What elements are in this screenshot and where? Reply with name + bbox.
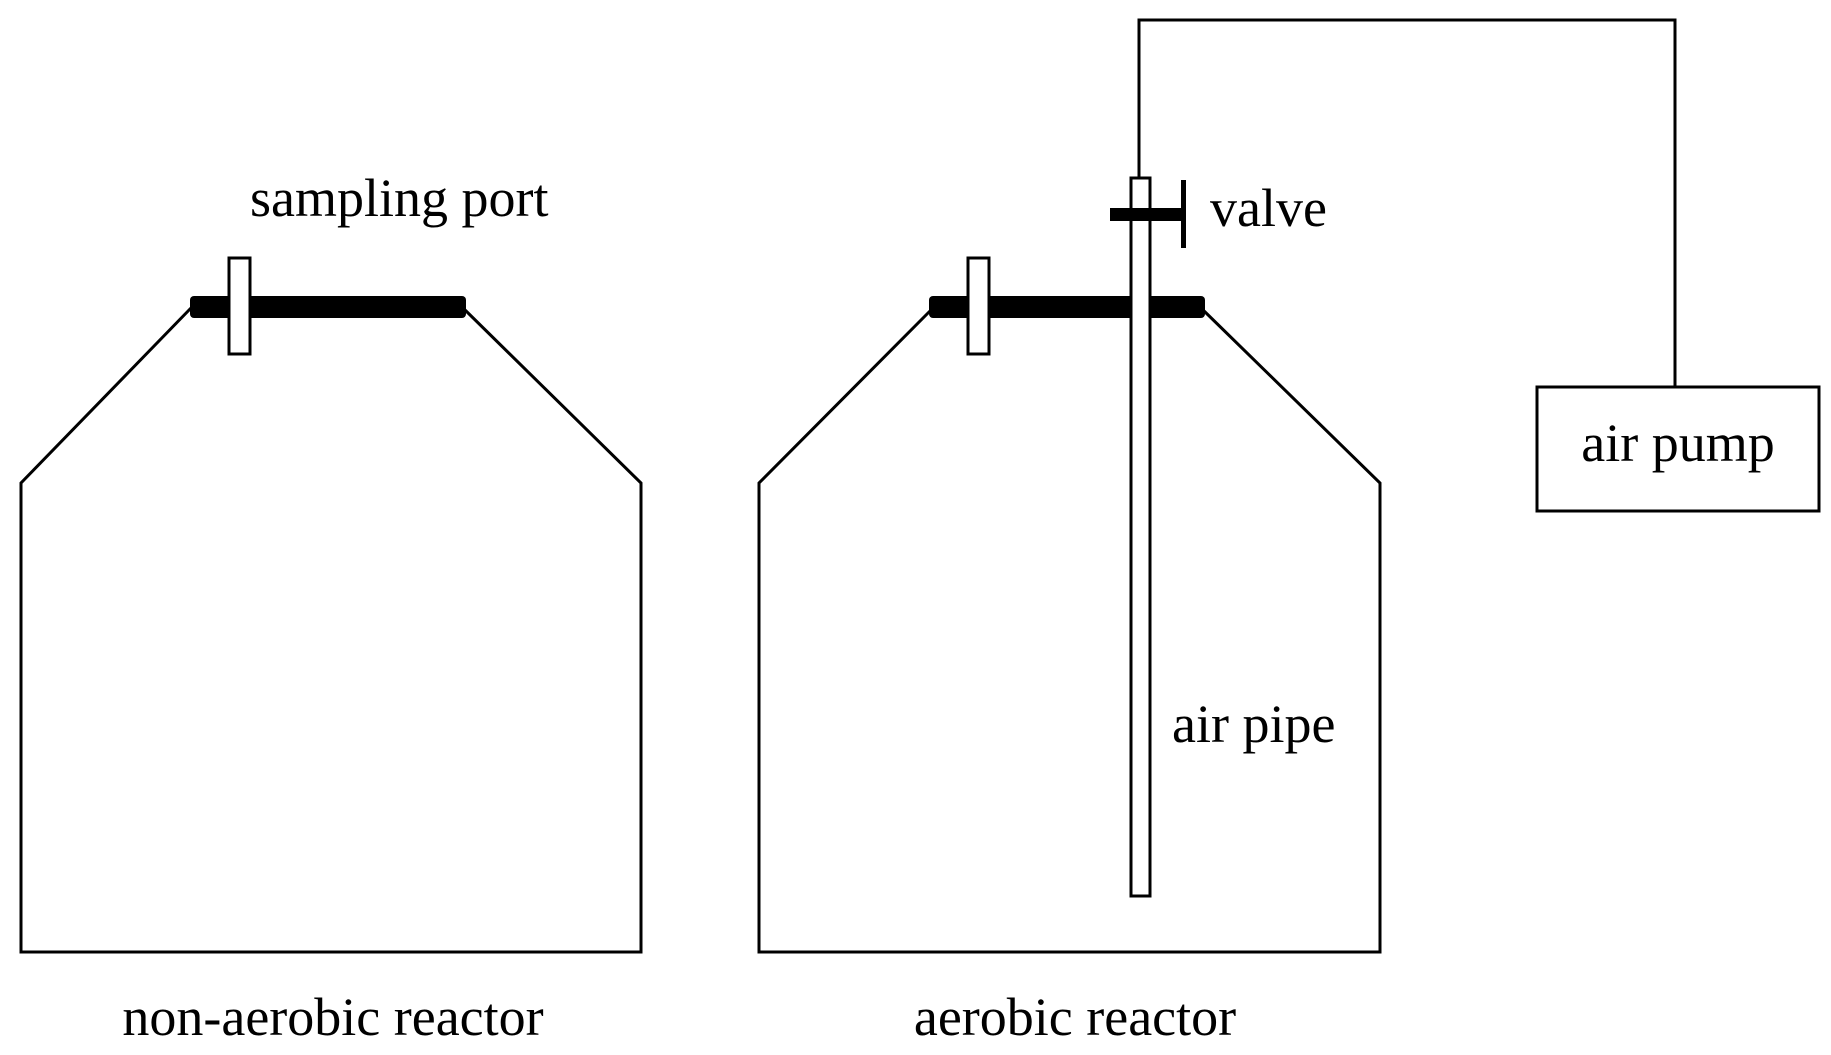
non-aerobic-sampling-port[interactable] (227, 256, 252, 356)
valve-handle[interactable] (1110, 208, 1183, 221)
air-pipe (1129, 176, 1152, 898)
non-aerobic-reactor-body (19, 306, 643, 954)
air-tube (1137, 18, 1677, 386)
aerobic-reactor-body (757, 306, 1382, 954)
aerobic-reactor (757, 256, 1382, 954)
air-pump-label: air pump (1581, 413, 1774, 473)
air-supply-line (1110, 18, 1821, 898)
non-aerobic-reactor-lid (190, 296, 466, 318)
non-aerobic-reactor-label: non-aerobic reactor (122, 987, 543, 1047)
valve-label: valve (1210, 178, 1327, 238)
valve-stop (1181, 180, 1186, 248)
aerobic-sampling-port[interactable] (966, 256, 991, 356)
aerobic-reactor-label: aerobic reactor (914, 987, 1236, 1047)
non-aerobic-reactor (19, 256, 643, 954)
sampling-port-label: sampling port (250, 168, 548, 228)
air-pump[interactable] (1535, 385, 1821, 513)
air-pipe-label: air pipe (1172, 694, 1335, 754)
